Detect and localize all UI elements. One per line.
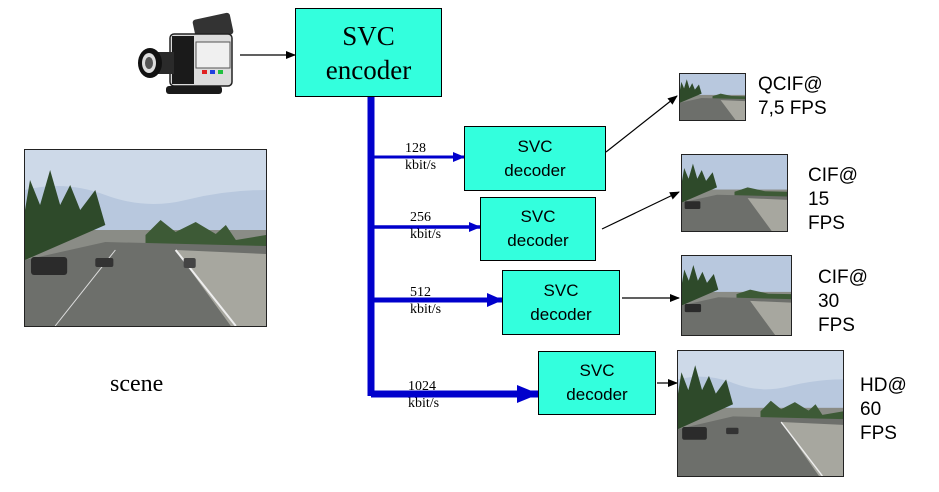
rate-unit: kbit/s: [408, 396, 440, 411]
decoder-line2: decoder: [530, 304, 592, 324]
rate-value: 512: [410, 285, 431, 300]
encoder-line2: encoder: [325, 54, 412, 85]
output-fps-unit: FPS: [818, 315, 855, 336]
rate-label-256: 256 kbit/s: [410, 209, 441, 243]
decoder-line1: SVC: [579, 361, 615, 380]
output-label-3: CIF@ 30 FPS: [818, 266, 868, 338]
rate-unit: kbit/s: [405, 158, 437, 173]
rate-value: 1024: [408, 379, 436, 394]
decoder-line2: decoder: [507, 231, 569, 250]
output-label-4: HD@ 60 FPS: [860, 374, 907, 446]
output-image-2: [681, 154, 788, 232]
output-fps-unit: FPS: [808, 213, 845, 234]
output-fps-value: 15: [808, 189, 830, 210]
output-label-2: CIF@ 15 FPS: [808, 164, 858, 236]
output-arrow-2: [601, 191, 680, 230]
output-label-1: QCIF@ 7,5 FPS: [758, 73, 827, 121]
decoder-line1: SVC: [520, 207, 556, 226]
output-fps-value: 30: [818, 291, 840, 312]
scene-image: [24, 149, 267, 327]
svc-decoder-box-3: SVC decoder: [502, 270, 620, 335]
rate-value: 128: [405, 141, 426, 156]
rate-value: 256: [410, 210, 431, 225]
scene-label: scene: [110, 371, 164, 397]
output-format: HD@: [860, 375, 907, 396]
svc-decoder-box-2: SVC decoder: [480, 197, 596, 261]
decoder-line2: decoder: [566, 385, 628, 404]
rate-unit: kbit/s: [410, 302, 442, 317]
output-fps-unit: FPS: [860, 423, 897, 444]
output-fps: 7,5 FPS: [758, 98, 827, 119]
decoder-line1: SVC: [517, 136, 553, 156]
output-arrow-1: [605, 95, 678, 153]
output-image-1: [679, 73, 746, 121]
rate-label-512: 512 kbit/s: [410, 284, 441, 318]
output-format: QCIF@: [758, 74, 823, 95]
rate-label-128: 128 kbit/s: [405, 140, 436, 174]
output-image-3: [681, 255, 792, 336]
decoder-line2: decoder: [504, 160, 566, 180]
output-image-4: [677, 350, 844, 477]
svc-decoder-box-1: SVC decoder: [464, 126, 606, 191]
encoder-line1: SVC: [342, 20, 395, 51]
output-fps-value: 60: [860, 399, 882, 420]
rate-unit: kbit/s: [410, 227, 442, 242]
video-camera-icon: [136, 12, 240, 96]
rate-label-1024: 1024 kbit/s: [408, 378, 439, 412]
output-format: CIF@: [818, 267, 868, 288]
decoder-line1: SVC: [543, 280, 579, 300]
svc-encoder-box: SVC encoder: [295, 8, 442, 97]
svc-decoder-box-4: SVC decoder: [538, 351, 656, 415]
output-format: CIF@: [808, 165, 858, 186]
